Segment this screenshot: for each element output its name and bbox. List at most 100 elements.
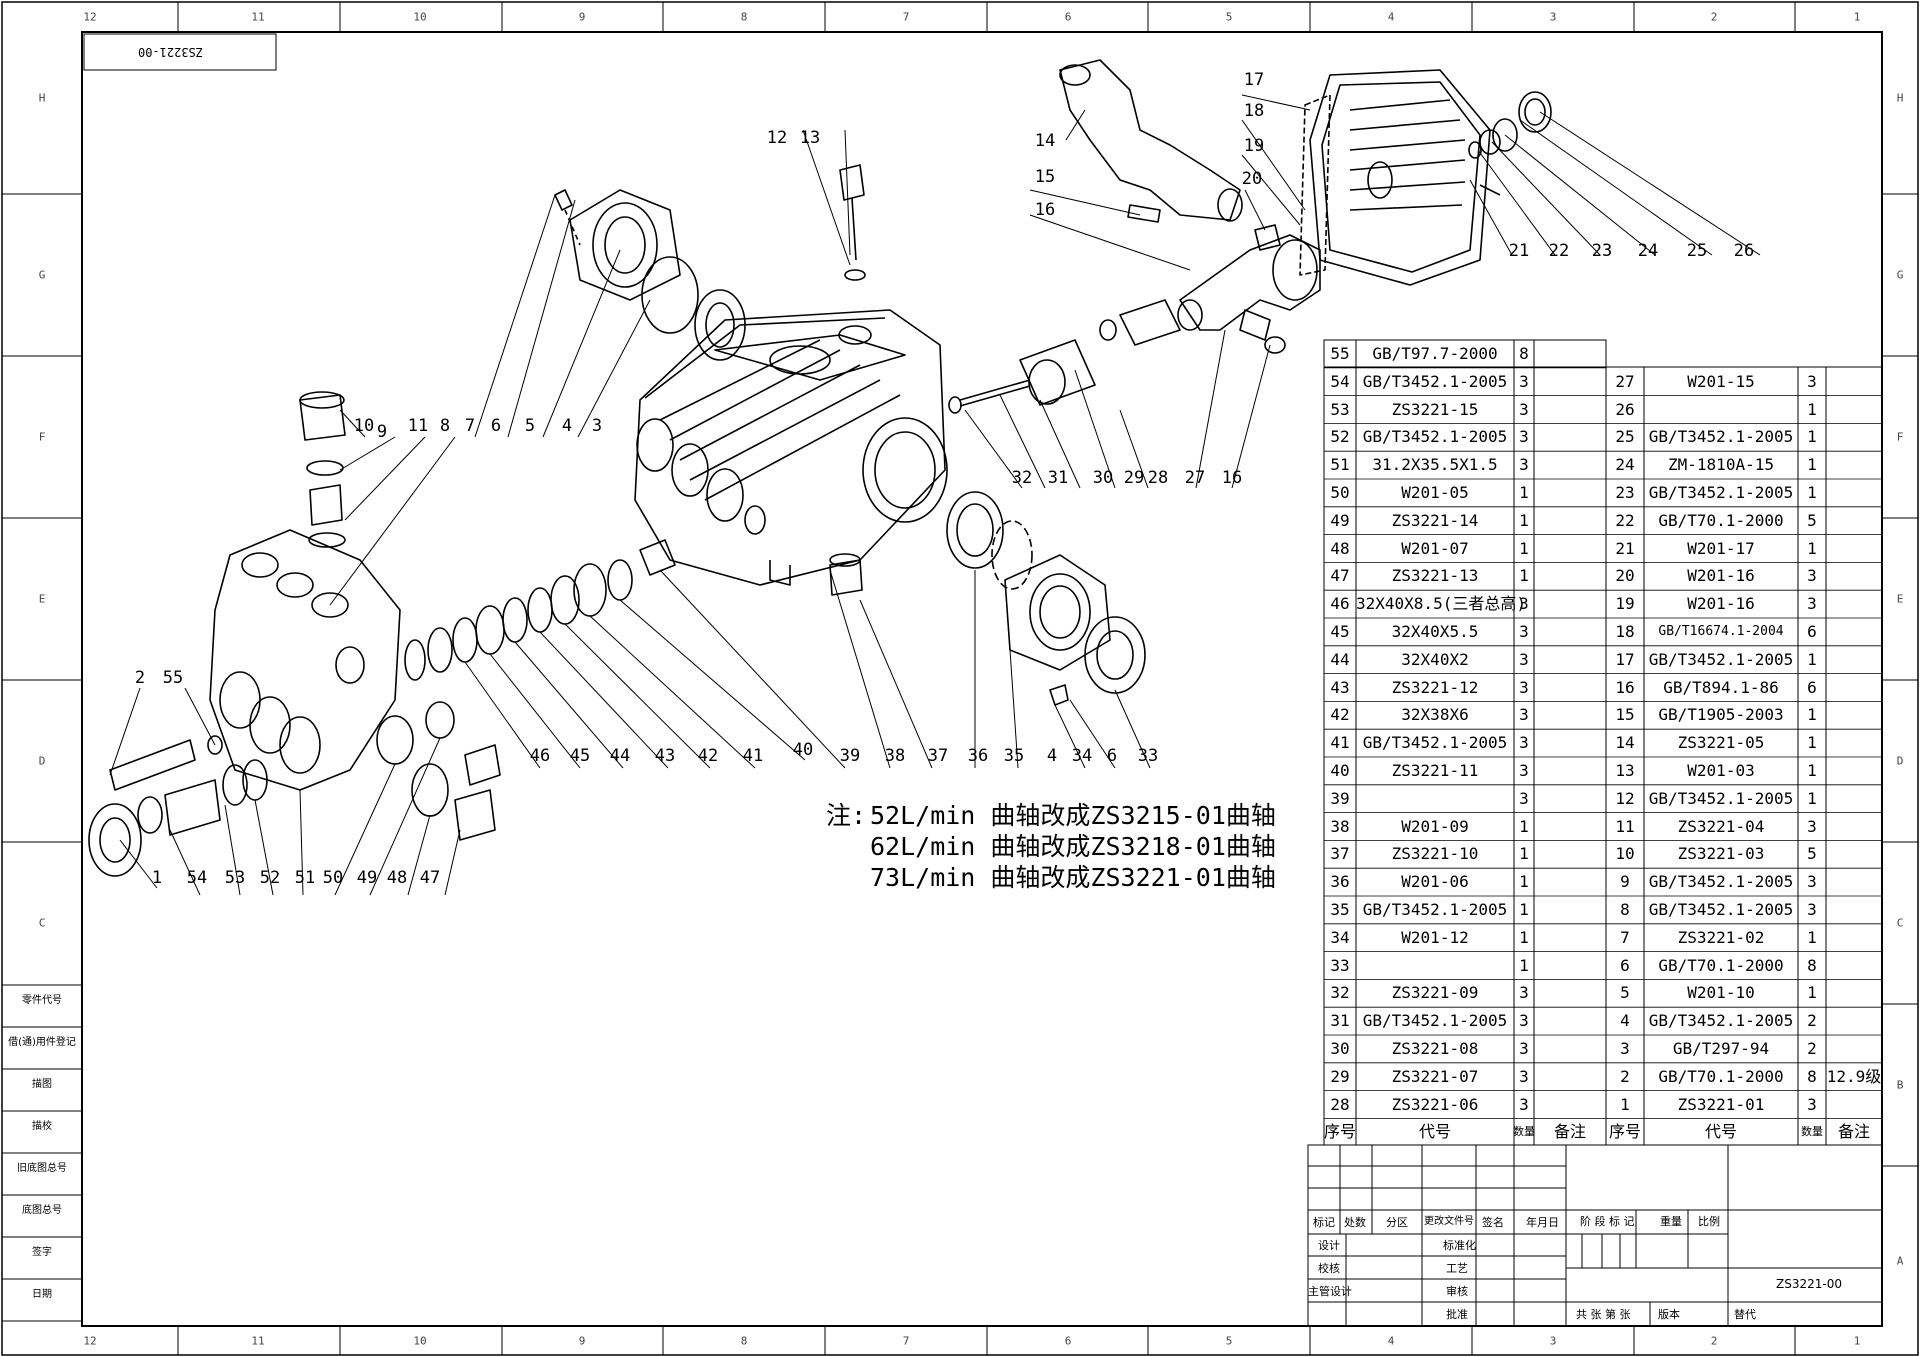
valve-cap-10: [299, 394, 346, 441]
side-panel-label: 借(通)用件登记: [8, 1037, 76, 1048]
tb-drawing-no: ZS3221-00: [1776, 1277, 1842, 1291]
title-block-grid: [1307, 1144, 1883, 1327]
bom-left-qty: 3: [1519, 677, 1529, 697]
bom-left-code: GB/T3452.1-2005: [1362, 1011, 1508, 1031]
tb-process: 工艺: [1446, 1262, 1468, 1275]
bom-right-no: 26: [1615, 399, 1635, 419]
balloon-28: 28: [1147, 468, 1169, 488]
note-line-2: 62L/min 曲轴改成ZS3218-01曲轴: [870, 832, 1276, 861]
balloon-33: 33: [1137, 746, 1159, 766]
tb-std: 标准化: [1443, 1239, 1476, 1252]
bom-left-code: ZS3221-13: [1391, 566, 1479, 586]
balloon-13: 13: [799, 128, 821, 148]
bom-right-code: GB/T894.1-86: [1663, 677, 1779, 697]
zone-number-top: 12: [83, 10, 97, 24]
bom-right-no: 13: [1615, 761, 1635, 780]
bom-right-qty: 3: [1807, 900, 1817, 919]
zone-letter-left: D: [38, 754, 46, 768]
balloon-31: 31: [1047, 468, 1069, 488]
balloon-26: 26: [1733, 241, 1755, 261]
bom-right-no: 9: [1620, 872, 1630, 892]
bom-right-no: 7: [1620, 927, 1630, 947]
zone-number-top: 10: [413, 10, 427, 24]
bom-right-code: ZS3221-05: [1677, 733, 1765, 753]
tb-scale: 比例: [1698, 1215, 1720, 1228]
bom-right-code: W201-15: [1687, 371, 1755, 391]
zone-number-top: 2: [1710, 10, 1718, 24]
bom-right-no: 20: [1615, 566, 1635, 586]
bom-left-qty: 3: [1519, 594, 1529, 614]
balloon-21: 21: [1508, 241, 1530, 261]
flange-cover-left: [569, 189, 681, 301]
bom-right-code: ZM-1810A-15: [1668, 455, 1774, 475]
balloon-4b: 4: [1046, 746, 1058, 766]
tb-mark: 标记: [1313, 1216, 1335, 1229]
sight-glass: [1518, 91, 1552, 133]
zone-letter-right: A: [1896, 1254, 1904, 1268]
balloon-44: 44: [609, 746, 631, 766]
balloon-23: 23: [1591, 241, 1613, 261]
bom-left-code: 32X40X8.5(三者总高): [1356, 594, 1526, 614]
bom-right-no: 16: [1615, 677, 1635, 697]
bom-right-code: GB/T3452.1-2005: [1648, 483, 1794, 502]
bom-right-no: 3: [1620, 1039, 1630, 1058]
bom-right-qty: 1: [1807, 733, 1817, 753]
zone-number-top: 1: [1853, 10, 1861, 24]
bom-left-qty: 1: [1519, 816, 1529, 836]
tb-count: 处数: [1344, 1216, 1366, 1229]
bom-header-no: 序号: [1324, 1122, 1357, 1142]
bom-left-no: 45: [1330, 622, 1350, 641]
bom-left-code: 32X40X5.5: [1391, 622, 1479, 641]
bom-left-code: ZS3221-08: [1391, 1039, 1479, 1058]
balloon-11: 11: [407, 416, 429, 436]
bom-right-qty: 3: [1807, 1094, 1817, 1114]
bom-right-code: GB/T3452.1-2005: [1648, 788, 1794, 808]
bom-left-no: 31: [1330, 1011, 1350, 1031]
bom-right-no: 25: [1615, 427, 1635, 447]
bom-right-qty: 3: [1807, 594, 1817, 614]
zone-letter-right: B: [1896, 1078, 1904, 1092]
zone-number-top: 5: [1225, 10, 1233, 24]
bom-right-no: 22: [1615, 510, 1635, 530]
zone-number-top: 9: [578, 10, 586, 24]
bom-left-no: 33: [1330, 955, 1350, 975]
bom-left-no: 43: [1330, 677, 1350, 697]
bom-right-qty: 1: [1807, 927, 1817, 947]
bom-right-code: GB/T3452.1-2005: [1648, 872, 1794, 892]
tb-weight: 重量: [1660, 1215, 1682, 1228]
zone-number-top: 3: [1549, 10, 1557, 24]
bom-right-no: 23: [1615, 483, 1635, 502]
zone-number-top: 8: [740, 10, 748, 24]
bom-right-code: W201-16: [1687, 566, 1755, 586]
bom-rows: [1324, 367, 1882, 1119]
balloon-49: 49: [356, 868, 378, 888]
balloon-27: 27: [1184, 468, 1206, 488]
bom-right-no: 17: [1615, 649, 1635, 669]
balloon-2: 2: [134, 668, 146, 688]
bom-left-code: GB/T3452.1-2005: [1362, 371, 1508, 391]
bom-left-no: 29: [1330, 1066, 1350, 1086]
bom-right-code: GB/T3452.1-2005: [1648, 427, 1794, 447]
bom-left-qty: 1: [1519, 483, 1529, 502]
bom-left-qty: 1: [1519, 510, 1529, 530]
bom-left-no: 30: [1330, 1039, 1350, 1058]
balloon-1: 1: [151, 868, 163, 888]
bom-grid: [1323, 339, 1883, 1146]
bearing-right: [946, 491, 1004, 569]
balloon-41: 41: [742, 746, 764, 766]
bom-left-code: ZS3221-10: [1391, 844, 1479, 864]
zone-number-bottom: 9: [578, 1334, 586, 1348]
bom-right-qty: 1: [1807, 455, 1817, 475]
bom-right-code: W201-16: [1687, 594, 1755, 614]
bom-left-code: GB/T3452.1-2005: [1362, 427, 1508, 447]
zone-letter-left: E: [38, 592, 46, 606]
balloon-50: 50: [322, 868, 344, 888]
balloon-39: 39: [839, 746, 861, 766]
bom-left-no: 44: [1330, 649, 1350, 669]
bom-right-no: 24: [1615, 455, 1635, 475]
bom-left-no: 55: [1330, 344, 1350, 363]
exploded-view: [88, 59, 1552, 877]
balloon-53: 53: [224, 868, 246, 888]
bom-right-qty: 1: [1807, 538, 1817, 558]
tb-review: 审核: [1446, 1285, 1468, 1298]
